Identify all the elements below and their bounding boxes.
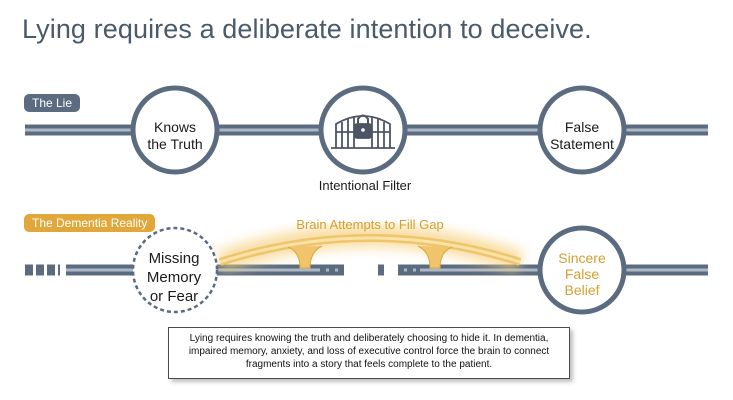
dementia-row-tag: The Dementia Reality (24, 214, 156, 232)
bridge-label: Brain Attempts to Fill Gap (296, 217, 444, 232)
missing-memory-label: Missing Memory or Fear (146, 250, 202, 305)
knows-truth-node (130, 85, 220, 175)
sincere-belief-node (537, 225, 627, 315)
false-statement-label: False Statement (550, 119, 614, 152)
gate-padlock-icon (331, 114, 395, 149)
missing-memory-node (131, 226, 219, 314)
explanation-note: Lying requires knowing the truth and del… (168, 327, 570, 379)
false-statement-node (537, 85, 627, 175)
gap-bridge (216, 225, 524, 273)
filter-node (318, 85, 408, 175)
lie-row-tag: The Lie (24, 94, 81, 112)
intentional-filter-label: Intentional Filter (318, 178, 412, 193)
sincere-belief-label: Sincere False Belief (558, 250, 606, 298)
knows-truth-label: Knows the Truth (147, 119, 203, 152)
page-title: Lying requires a deliberate intention to… (22, 14, 592, 44)
